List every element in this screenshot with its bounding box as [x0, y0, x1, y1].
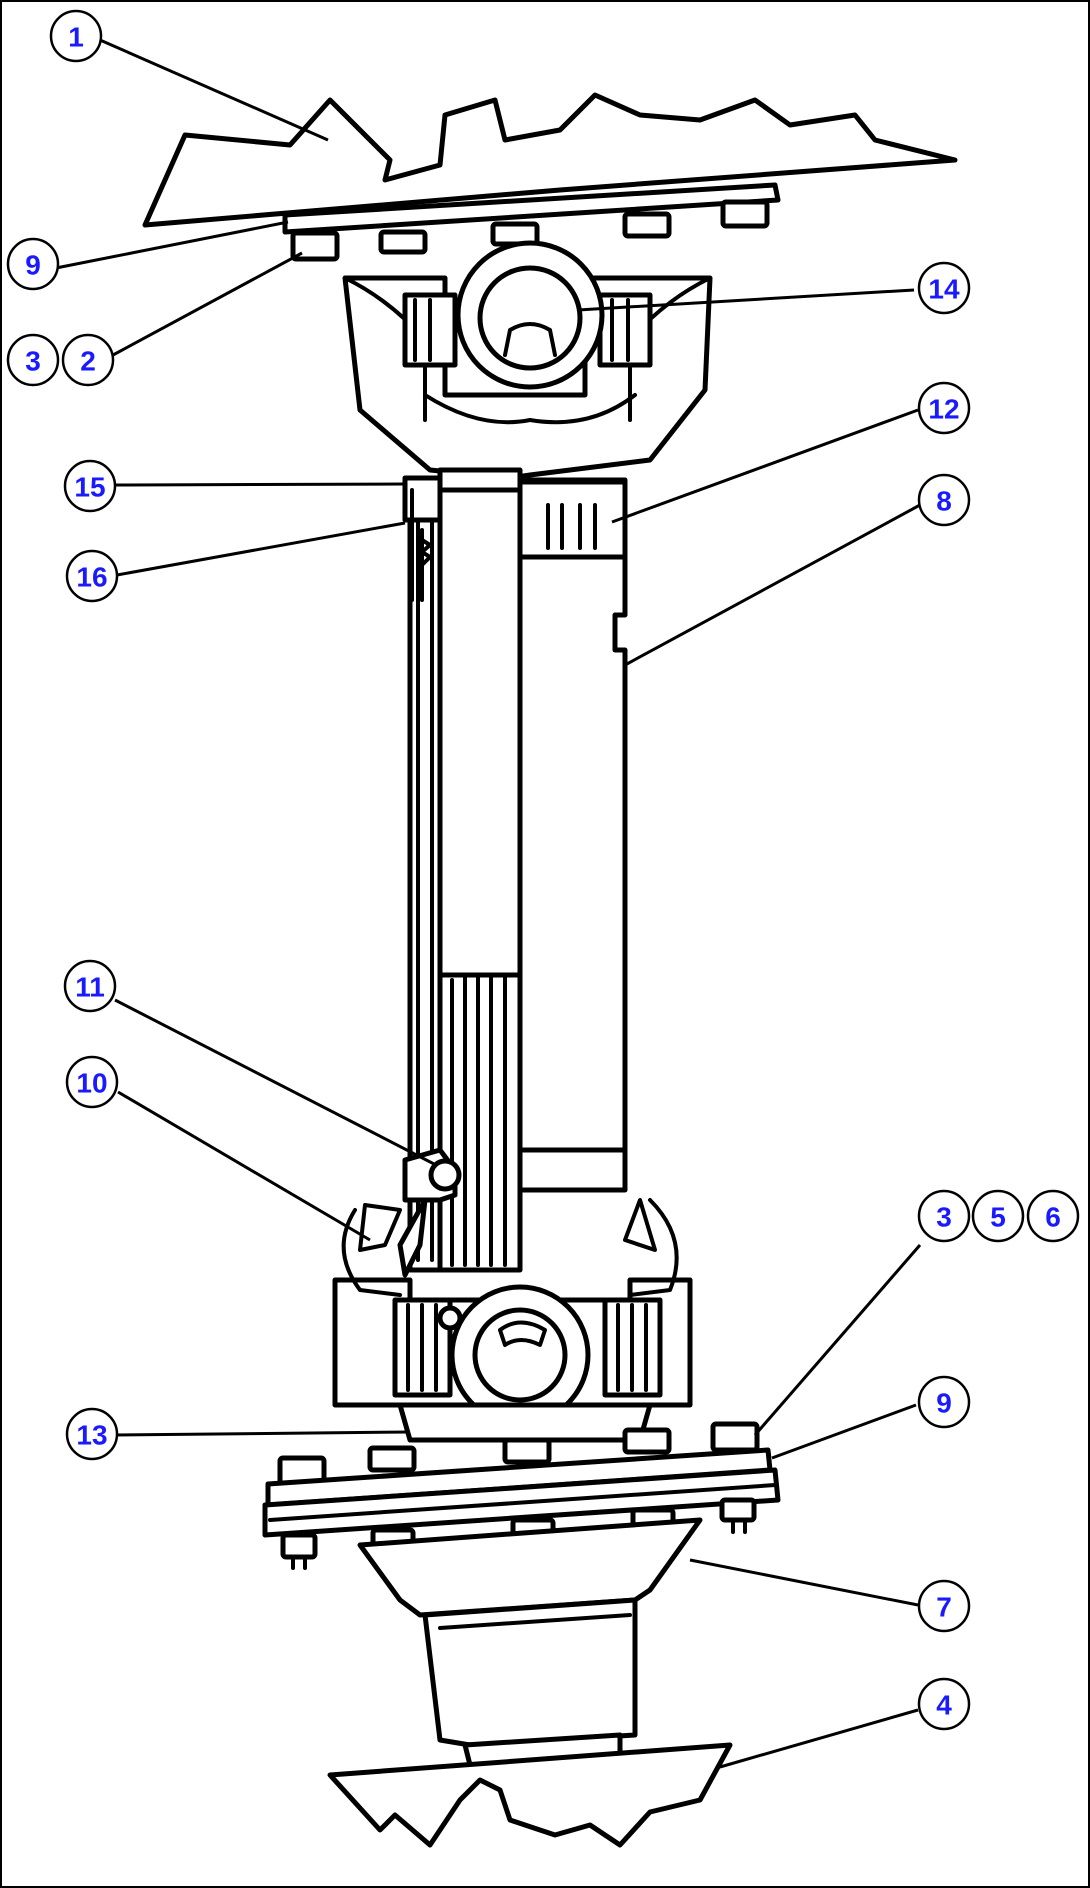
seal-threads — [420, 538, 432, 567]
lower-yoke-neck — [397, 1402, 653, 1443]
svg-text:10: 10 — [76, 1068, 107, 1099]
callout-4: 4 — [917, 1677, 971, 1731]
spline-teeth — [450, 976, 507, 1267]
upper-bearing-cap — [477, 265, 583, 371]
upper-neck — [437, 467, 523, 493]
lower-grease-nipple — [437, 1305, 463, 1331]
flange-gasket-line — [268, 1483, 777, 1522]
leader-lines — [55, 38, 922, 1769]
callout-9-lower: 9 — [917, 1375, 971, 1429]
svg-text:3: 3 — [936, 1202, 952, 1233]
svg-text:9: 9 — [25, 250, 41, 281]
svg-text:6: 6 — [1045, 1202, 1061, 1233]
callout-5: 5 — [971, 1189, 1025, 1243]
svg-text:16: 16 — [76, 562, 107, 593]
callout-7: 7 — [917, 1579, 971, 1633]
lower-cross-journal — [498, 1320, 547, 1347]
callout-16: 16 — [65, 549, 119, 603]
svg-text:8: 8 — [936, 486, 952, 517]
upper-yoke-web — [423, 393, 637, 425]
shaft-tube — [517, 477, 628, 1153]
upper-spider-ribs — [413, 298, 630, 362]
svg-text:12: 12 — [928, 394, 959, 425]
svg-text:11: 11 — [75, 972, 105, 1003]
callout-10: 10 — [65, 1055, 119, 1109]
callout-11: 11 — [63, 959, 117, 1013]
callout-12: 12 — [917, 381, 971, 435]
lower-tube-collar — [517, 1147, 628, 1193]
svg-text:1: 1 — [68, 22, 84, 53]
callout-1: 1 — [49, 9, 103, 63]
tube-ring — [517, 479, 628, 560]
callout-6: 6 — [1026, 1189, 1080, 1243]
callout-2: 2 — [61, 333, 115, 387]
callout-3-lower: 3 — [917, 1189, 971, 1243]
lower-yoke-lug-right — [623, 1198, 657, 1252]
svg-text:3: 3 — [25, 346, 41, 377]
callout-14: 14 — [917, 261, 971, 315]
grease-fitting-stem — [397, 1197, 428, 1278]
svg-text:7: 7 — [936, 1592, 952, 1623]
companion-flange-edge — [438, 1613, 632, 1630]
slip-shaft-edge — [416, 483, 434, 1262]
svg-text:14: 14 — [928, 274, 960, 305]
callout-9-upper: 9 — [6, 237, 60, 291]
lower-mounting-structure — [327, 1742, 733, 1848]
svg-text:5: 5 — [990, 1202, 1006, 1233]
callout-13: 13 — [65, 1407, 119, 1461]
lower-yoke-ear-left — [341, 1208, 402, 1297]
lower-yoke-lug-left — [358, 1203, 402, 1252]
upper-mounting-structure — [142, 92, 958, 228]
tube-ring-slots — [546, 503, 597, 550]
lower-flange-upper-bolts — [277, 1421, 760, 1487]
grease-fitting — [428, 1158, 462, 1192]
svg-text:4: 4 — [936, 1690, 952, 1721]
lower-yoke-ear-right — [628, 1198, 679, 1297]
svg-text:2: 2 — [80, 346, 96, 377]
upper-cross-journal — [503, 322, 557, 357]
lower-spider-ribs — [406, 1303, 648, 1392]
svg-text:9: 9 — [936, 1388, 952, 1419]
svg-text:15: 15 — [74, 472, 105, 503]
callout-15: 15 — [63, 459, 117, 513]
callout-3-upper: 3 — [6, 333, 60, 387]
upper-flange-plate — [282, 182, 781, 235]
svg-text:13: 13 — [76, 1420, 107, 1451]
upper-flange-bolts — [290, 199, 770, 262]
callout-8: 8 — [917, 473, 971, 527]
